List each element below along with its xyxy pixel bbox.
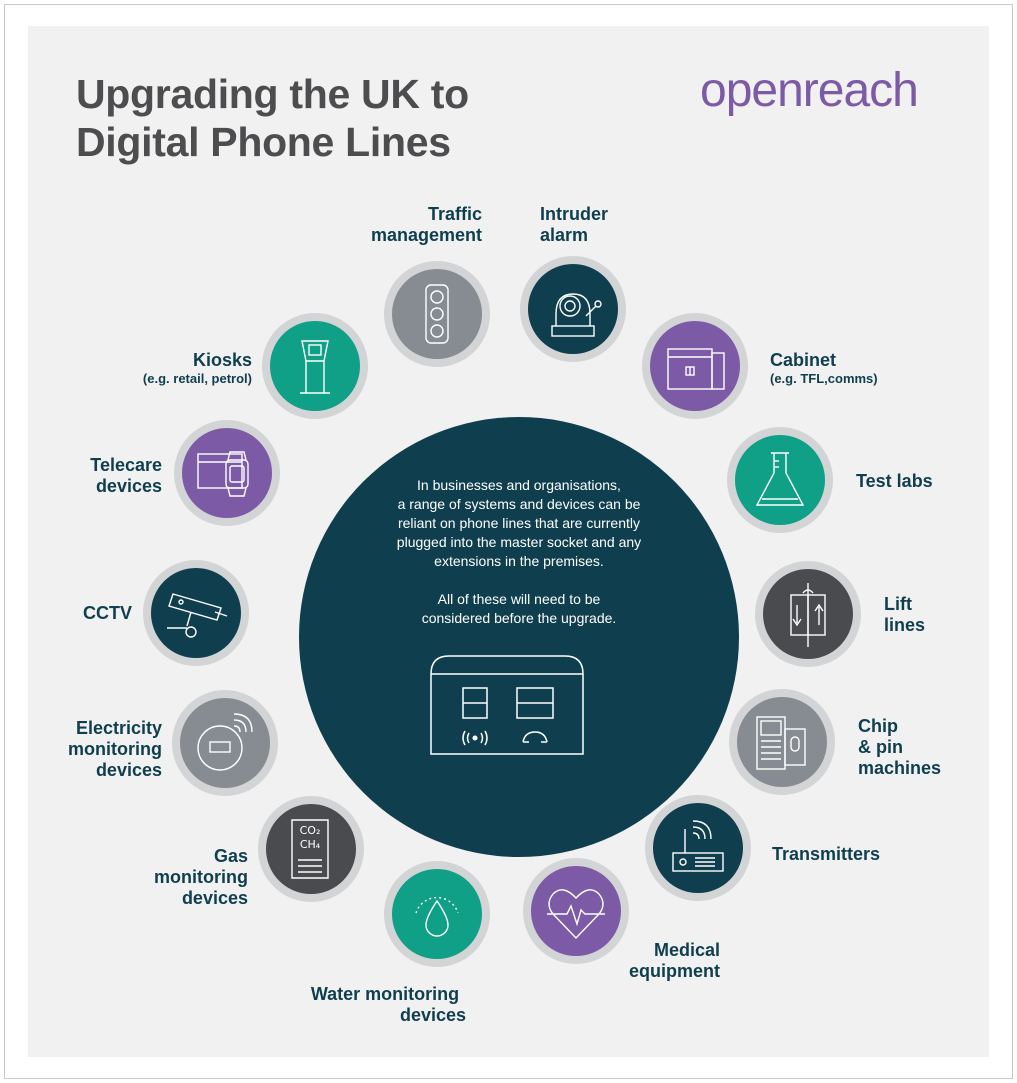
lift-icon <box>790 583 826 647</box>
telecare-watch-icon <box>197 451 249 497</box>
label-line: devices <box>95 476 162 496</box>
center-line: plugged into the master socket and any <box>396 534 642 550</box>
kiosk-icon <box>300 340 330 394</box>
label-line: Electricity <box>75 718 162 738</box>
chip-and-pin-label: Chip & pin machines <box>858 716 968 779</box>
page-title: Upgrading the UK to Digital Phone Lines <box>76 70 469 166</box>
traffic-management-label: Traffic management <box>330 204 482 246</box>
gas-co2-text: CO₂ <box>300 824 321 837</box>
label-sub: (e.g. retail, petrol) <box>142 371 252 386</box>
cctv-label: CCTV <box>60 603 132 624</box>
label-line: monitoring <box>68 739 162 759</box>
lift-lines-node <box>755 561 861 667</box>
label-line: Gas <box>213 846 248 866</box>
test-labs-node <box>727 427 833 533</box>
label-line: management <box>370 225 482 245</box>
label-line: Water monitoring <box>310 984 460 1004</box>
cctv-camera-icon <box>167 593 228 638</box>
center-line: All of these will need to be <box>437 591 601 607</box>
center-paragraph: All of these will need to be considered … <box>330 590 708 628</box>
kiosks-node <box>262 313 368 419</box>
label-line: Kiosks <box>192 350 252 370</box>
label-line: Cabinet <box>770 350 837 370</box>
transmitters-node <box>645 795 751 901</box>
cabinet-icon <box>667 348 725 390</box>
card-terminal-icon <box>756 716 806 770</box>
center-line: a range of systems and devices can be <box>397 496 641 512</box>
center-line: extensions in the premises. <box>434 553 604 569</box>
heart-icon <box>547 889 605 940</box>
cctv-node <box>143 560 249 666</box>
electricity-monitoring-node <box>172 690 278 796</box>
label-line: monitoring <box>154 867 248 887</box>
openreach-logo: openreach <box>700 64 919 117</box>
cabinet-node <box>642 313 748 419</box>
label-line: Intruder <box>540 204 609 224</box>
gas-ch4-text: CH₄ <box>300 838 321 851</box>
electricity-monitoring-label: Electricity monitoring devices <box>40 718 162 781</box>
alarm-bell-icon <box>551 293 602 337</box>
medical-equipment-node <box>523 858 629 964</box>
intruder-alarm-node <box>520 256 626 362</box>
label-line: Telecare <box>90 455 162 475</box>
label-line: alarm <box>540 225 589 245</box>
center-line: reliant on phone lines that are currentl… <box>397 515 641 531</box>
label-line: CCTV <box>83 603 132 623</box>
label-line: Medical <box>653 940 720 960</box>
gas-monitoring-node: CO₂ CH₄ <box>258 796 364 902</box>
label-sub: (e.g. TFL,comms) <box>770 371 878 386</box>
test-labs-label: Test labs <box>856 471 976 492</box>
medical-equipment-label: Medical equipment <box>560 940 720 982</box>
label-line: Chip <box>858 716 898 736</box>
traffic-management-node <box>384 261 490 367</box>
gas-meter-icon: CO₂ CH₄ <box>291 819 329 879</box>
label-line: Lift <box>884 594 912 614</box>
telecare-devices-node <box>174 420 280 526</box>
water-monitoring-label: Water monitoring devices <box>290 984 480 1026</box>
center-line: considered before the upgrade. <box>421 610 617 626</box>
label-line: devices <box>95 760 162 780</box>
label-line: lines <box>884 615 926 635</box>
center-text: In businesses and organisations, a range… <box>330 476 708 647</box>
label-line: devices <box>399 1005 467 1025</box>
flask-icon <box>755 452 805 506</box>
label-line: Traffic <box>427 204 482 224</box>
traffic-light-icon <box>425 284 449 344</box>
label-line: devices <box>181 888 248 908</box>
gas-monitoring-label: Gas monitoring devices <box>118 846 248 909</box>
cabinet-label: Cabinet (e.g. TFL,comms) <box>770 350 950 386</box>
label-line: Transmitters <box>772 844 881 864</box>
master-socket-icon <box>430 655 584 755</box>
intruder-alarm-label: Intruder alarm <box>540 204 680 246</box>
center-line: In businesses and organisations, <box>417 477 621 493</box>
title-line: Digital Phone Lines <box>76 119 451 165</box>
label-line: & pin <box>858 737 903 757</box>
water-drop-icon <box>415 896 459 937</box>
center-paragraph: In businesses and organisations, a range… <box>330 476 708 571</box>
transmitters-label: Transmitters <box>772 844 932 865</box>
label-line: equipment <box>628 961 720 981</box>
lift-lines-label: Lift lines <box>884 594 964 636</box>
water-monitoring-node <box>384 861 490 967</box>
label-line: Test labs <box>856 471 933 491</box>
telecare-devices-label: Telecare devices <box>42 455 162 497</box>
center-circle <box>299 417 739 857</box>
transmitter-icon <box>672 820 724 872</box>
chip-and-pin-node <box>729 689 835 795</box>
electricity-meter-icon <box>197 713 253 771</box>
title-line: Upgrading the UK to <box>76 71 469 117</box>
kiosks-label: Kiosks (e.g. retail, petrol) <box>90 350 252 386</box>
label-line: machines <box>858 758 942 778</box>
